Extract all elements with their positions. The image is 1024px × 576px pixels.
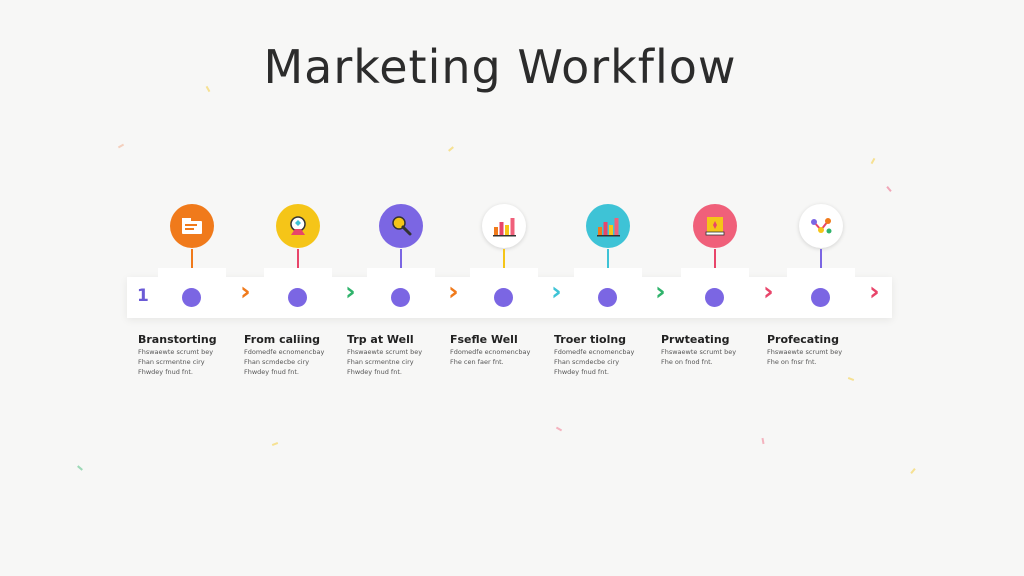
step-connector-line (820, 249, 822, 268)
step-description-line: Fhswaewte scrumt bey (767, 348, 843, 356)
network-icon (799, 204, 843, 248)
confetti-speck (886, 186, 892, 192)
step-description-line: Fdomedfe ecnomencbay (554, 348, 635, 356)
step-label: Profecating (767, 333, 839, 346)
step-connector-line (607, 249, 609, 268)
step-tab (158, 268, 226, 277)
book-icon (693, 204, 737, 248)
chevron-right-icon: › (240, 277, 251, 307)
timeline-node (494, 288, 513, 307)
step-description-line: Fhwdey fnud fnt. (138, 368, 193, 376)
timeline-start-number: 1 (137, 286, 149, 306)
step-label: From caliing (244, 333, 321, 346)
step-description-line: Fdomedfe ecnomencbay (244, 348, 325, 356)
step-description-line: Fhswaewte scrumt bey (138, 348, 214, 356)
step-description-line: Fhwdey fnud fnt. (244, 368, 299, 376)
confetti-speck (910, 468, 916, 474)
step-label: Prwteating (661, 333, 730, 346)
step-description-line: Fhan scmdecbe ciry (554, 358, 620, 366)
step-tab (264, 268, 332, 277)
step-description-line: Fhan scrmentne ciry (138, 358, 205, 366)
step-description-line: Fhswaewte scrumt bey (661, 348, 737, 356)
step-description-line: Fhe on fnod fnt. (661, 358, 713, 366)
step-label: Troer tiolng (554, 333, 627, 346)
step-description-line: Fhan scmdecbe ciry (244, 358, 310, 366)
step-connector-line (191, 249, 193, 268)
confetti-speck (117, 143, 125, 149)
timeline-node (705, 288, 724, 307)
timeline-node (598, 288, 617, 307)
step-label: Branstorting (138, 333, 217, 346)
step-description-line: Fdomedfe ecnomencbay (450, 348, 531, 356)
step-description-line: Fhswaewte scrumt bey (347, 348, 423, 356)
step-label: Trp at Well (347, 333, 414, 346)
chevron-right-icon: › (655, 277, 666, 307)
search-icon (379, 204, 423, 248)
folder-icon (170, 204, 214, 248)
step-connector-line (503, 249, 505, 268)
timeline-node (182, 288, 201, 307)
step-connector-line (297, 249, 299, 268)
chevron-right-icon: › (448, 277, 459, 307)
chevron-right-icon: › (763, 277, 774, 307)
step-label: Fsefle Well (450, 333, 518, 346)
step-connector-line (400, 249, 402, 268)
chevron-right-icon: › (869, 277, 880, 307)
step-description-line: Fhan scrmentne ciry (347, 358, 414, 366)
step-tab (787, 268, 855, 277)
step-description-line: Fhe cen faer fnt. (450, 358, 504, 366)
bar-chart-icon (482, 204, 526, 248)
timeline-node (811, 288, 830, 307)
step-description-line: Fhwdey fnud fnt. (347, 368, 402, 376)
chevron-right-icon: › (345, 277, 356, 307)
bar-chart-icon (586, 204, 630, 248)
step-tab (681, 268, 749, 277)
timeline-node (288, 288, 307, 307)
step-tab (367, 268, 435, 277)
timeline-node (391, 288, 410, 307)
confetti-speck (77, 465, 83, 471)
step-tab (574, 268, 642, 277)
step-description-line: Fhe on fnsr fnt. (767, 358, 817, 366)
step-tab (470, 268, 538, 277)
magnifier-badge-icon (276, 204, 320, 248)
step-description-line: Fhwdey fnud fnt. (554, 368, 609, 376)
page-title: Marketing Workflow (263, 40, 737, 94)
step-connector-line (714, 249, 716, 268)
chevron-right-icon: › (551, 277, 562, 307)
